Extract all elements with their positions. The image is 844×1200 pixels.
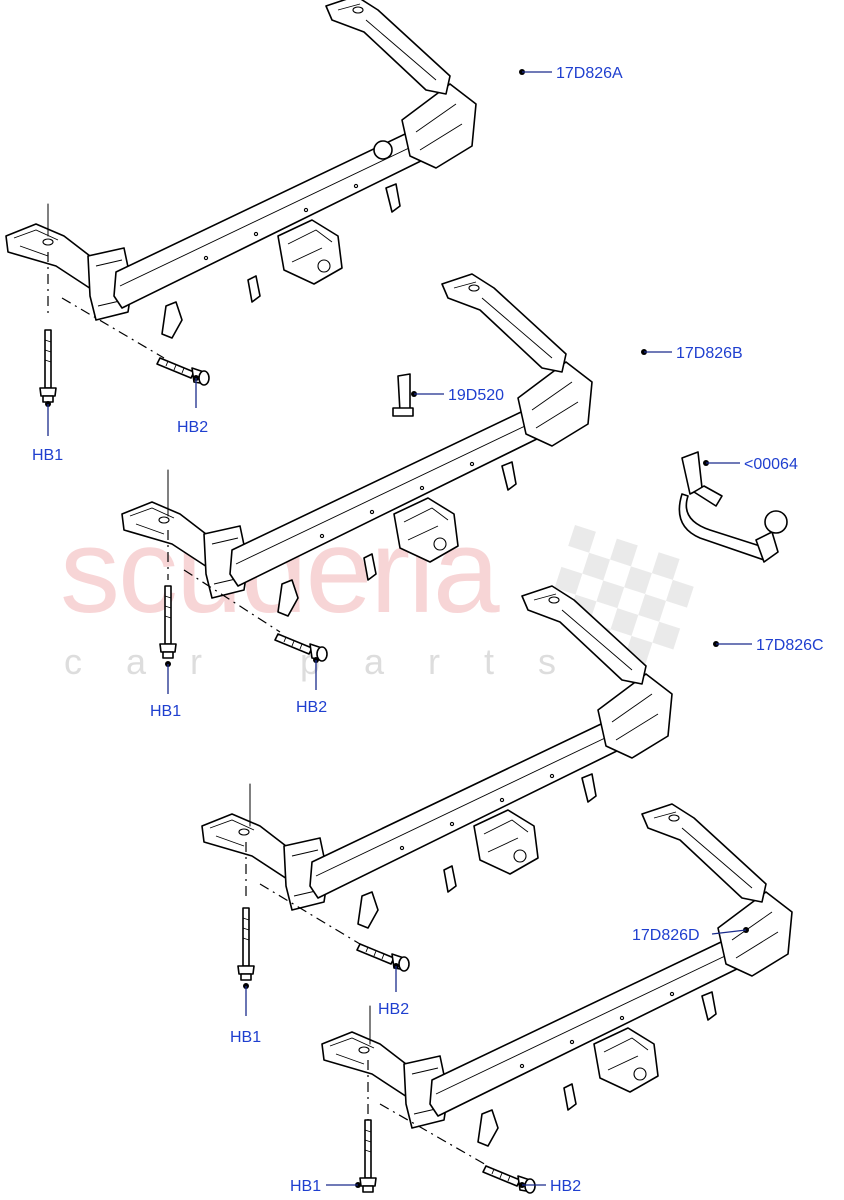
tow-bar-assembly-c: 17D826C HB1 HB2 <box>201 585 824 1046</box>
callout-hb1-d: HB1 <box>290 1178 321 1195</box>
callout-hb2-b: HB2 <box>296 699 327 716</box>
callout-hb1-b: HB1 <box>150 703 181 720</box>
callout-00064: <00064 <box>744 456 798 473</box>
callout-hb2-d: HB2 <box>550 1178 581 1195</box>
watermark-tagline: car parts <box>64 641 600 682</box>
callout-17d826d: 17D826D <box>632 927 700 944</box>
callout-17d826c: 17D826C <box>756 637 824 654</box>
tow-bar-assembly-d: 17D826D HB1 HB2 <box>290 803 793 1195</box>
callout-17d826a: 17D826A <box>556 65 623 82</box>
detachable-towball: <00064 <box>678 451 798 563</box>
callout-19d520: 19D520 <box>448 387 504 404</box>
callout-hb1-a: HB1 <box>32 447 63 464</box>
callout-hb2-c: HB2 <box>378 1001 409 1018</box>
callout-hb1-c: HB1 <box>230 1029 261 1046</box>
electrical-connector: 19D520 <box>392 373 504 417</box>
callout-17d826b: 17D826B <box>676 345 743 362</box>
tow-bar-assembly-b: 17D826B HB1 HB2 <box>121 273 743 720</box>
callout-hb2-a: HB2 <box>177 419 208 436</box>
tow-bar-assembly-a: 17D826A HB1 HB2 <box>5 0 623 464</box>
